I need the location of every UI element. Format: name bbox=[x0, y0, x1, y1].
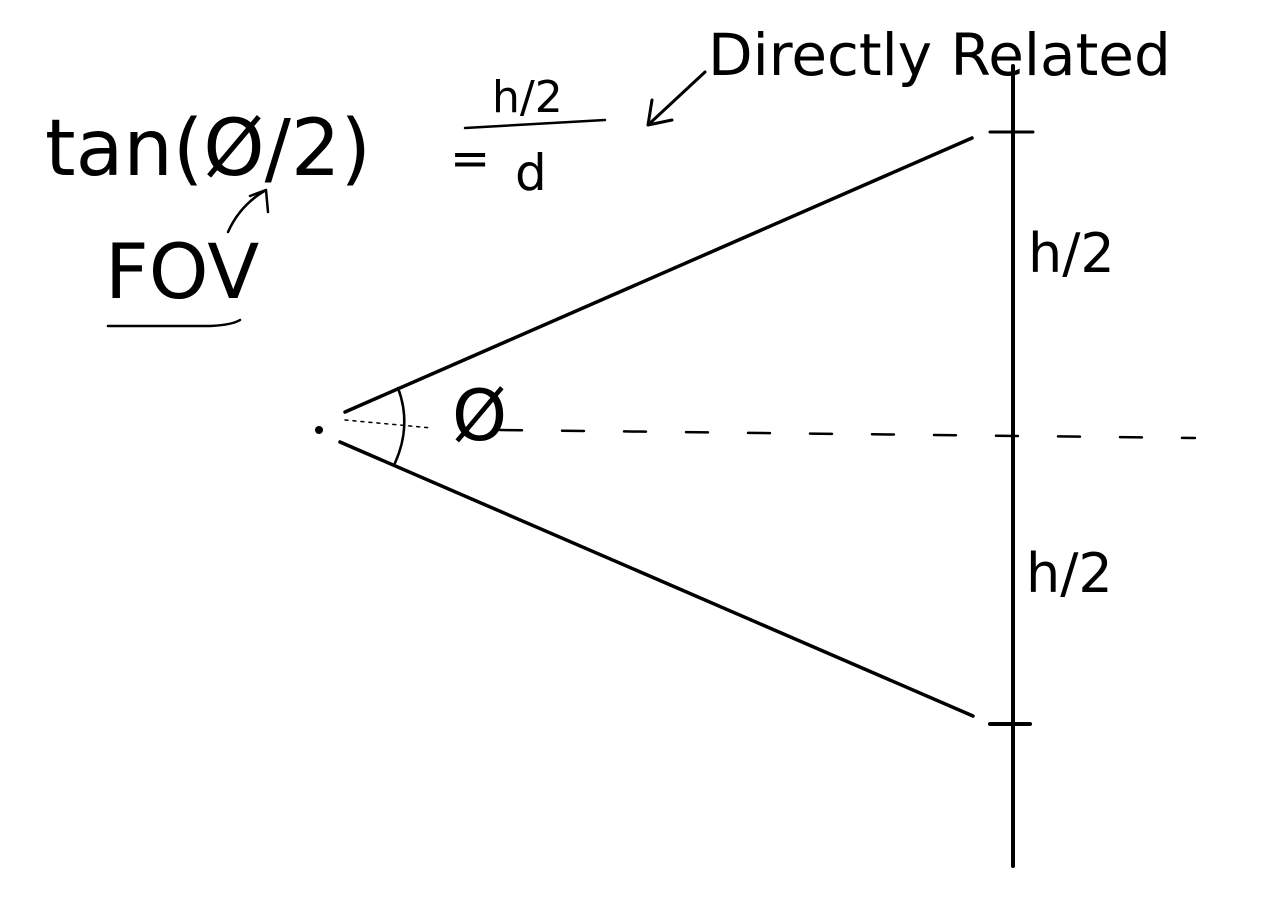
upper-half-label: h/2 bbox=[1028, 222, 1115, 285]
formula-lhs: tan(Ø/2) bbox=[45, 104, 371, 194]
formula-denominator: d bbox=[515, 144, 547, 202]
formula-equals: = bbox=[450, 131, 490, 187]
lower-half-label: h/2 bbox=[1026, 542, 1113, 605]
fraction-bar bbox=[463, 118, 607, 130]
fov-underline bbox=[106, 318, 242, 328]
viewpoint-dot bbox=[315, 426, 323, 434]
upper-view-ray bbox=[343, 136, 974, 414]
angle-label: Ø bbox=[452, 375, 507, 457]
arrow-icon bbox=[226, 188, 270, 234]
center-dashed-line bbox=[498, 428, 1197, 440]
lower-view-ray bbox=[338, 440, 975, 718]
formula-numerator: h/2 bbox=[492, 72, 563, 123]
center-dotted-line bbox=[344, 419, 433, 429]
angle-arc bbox=[393, 386, 406, 465]
fov-label: FOV bbox=[105, 227, 259, 316]
directly-related-label: Directly Related bbox=[708, 21, 1171, 89]
arrow-icon bbox=[646, 70, 707, 127]
